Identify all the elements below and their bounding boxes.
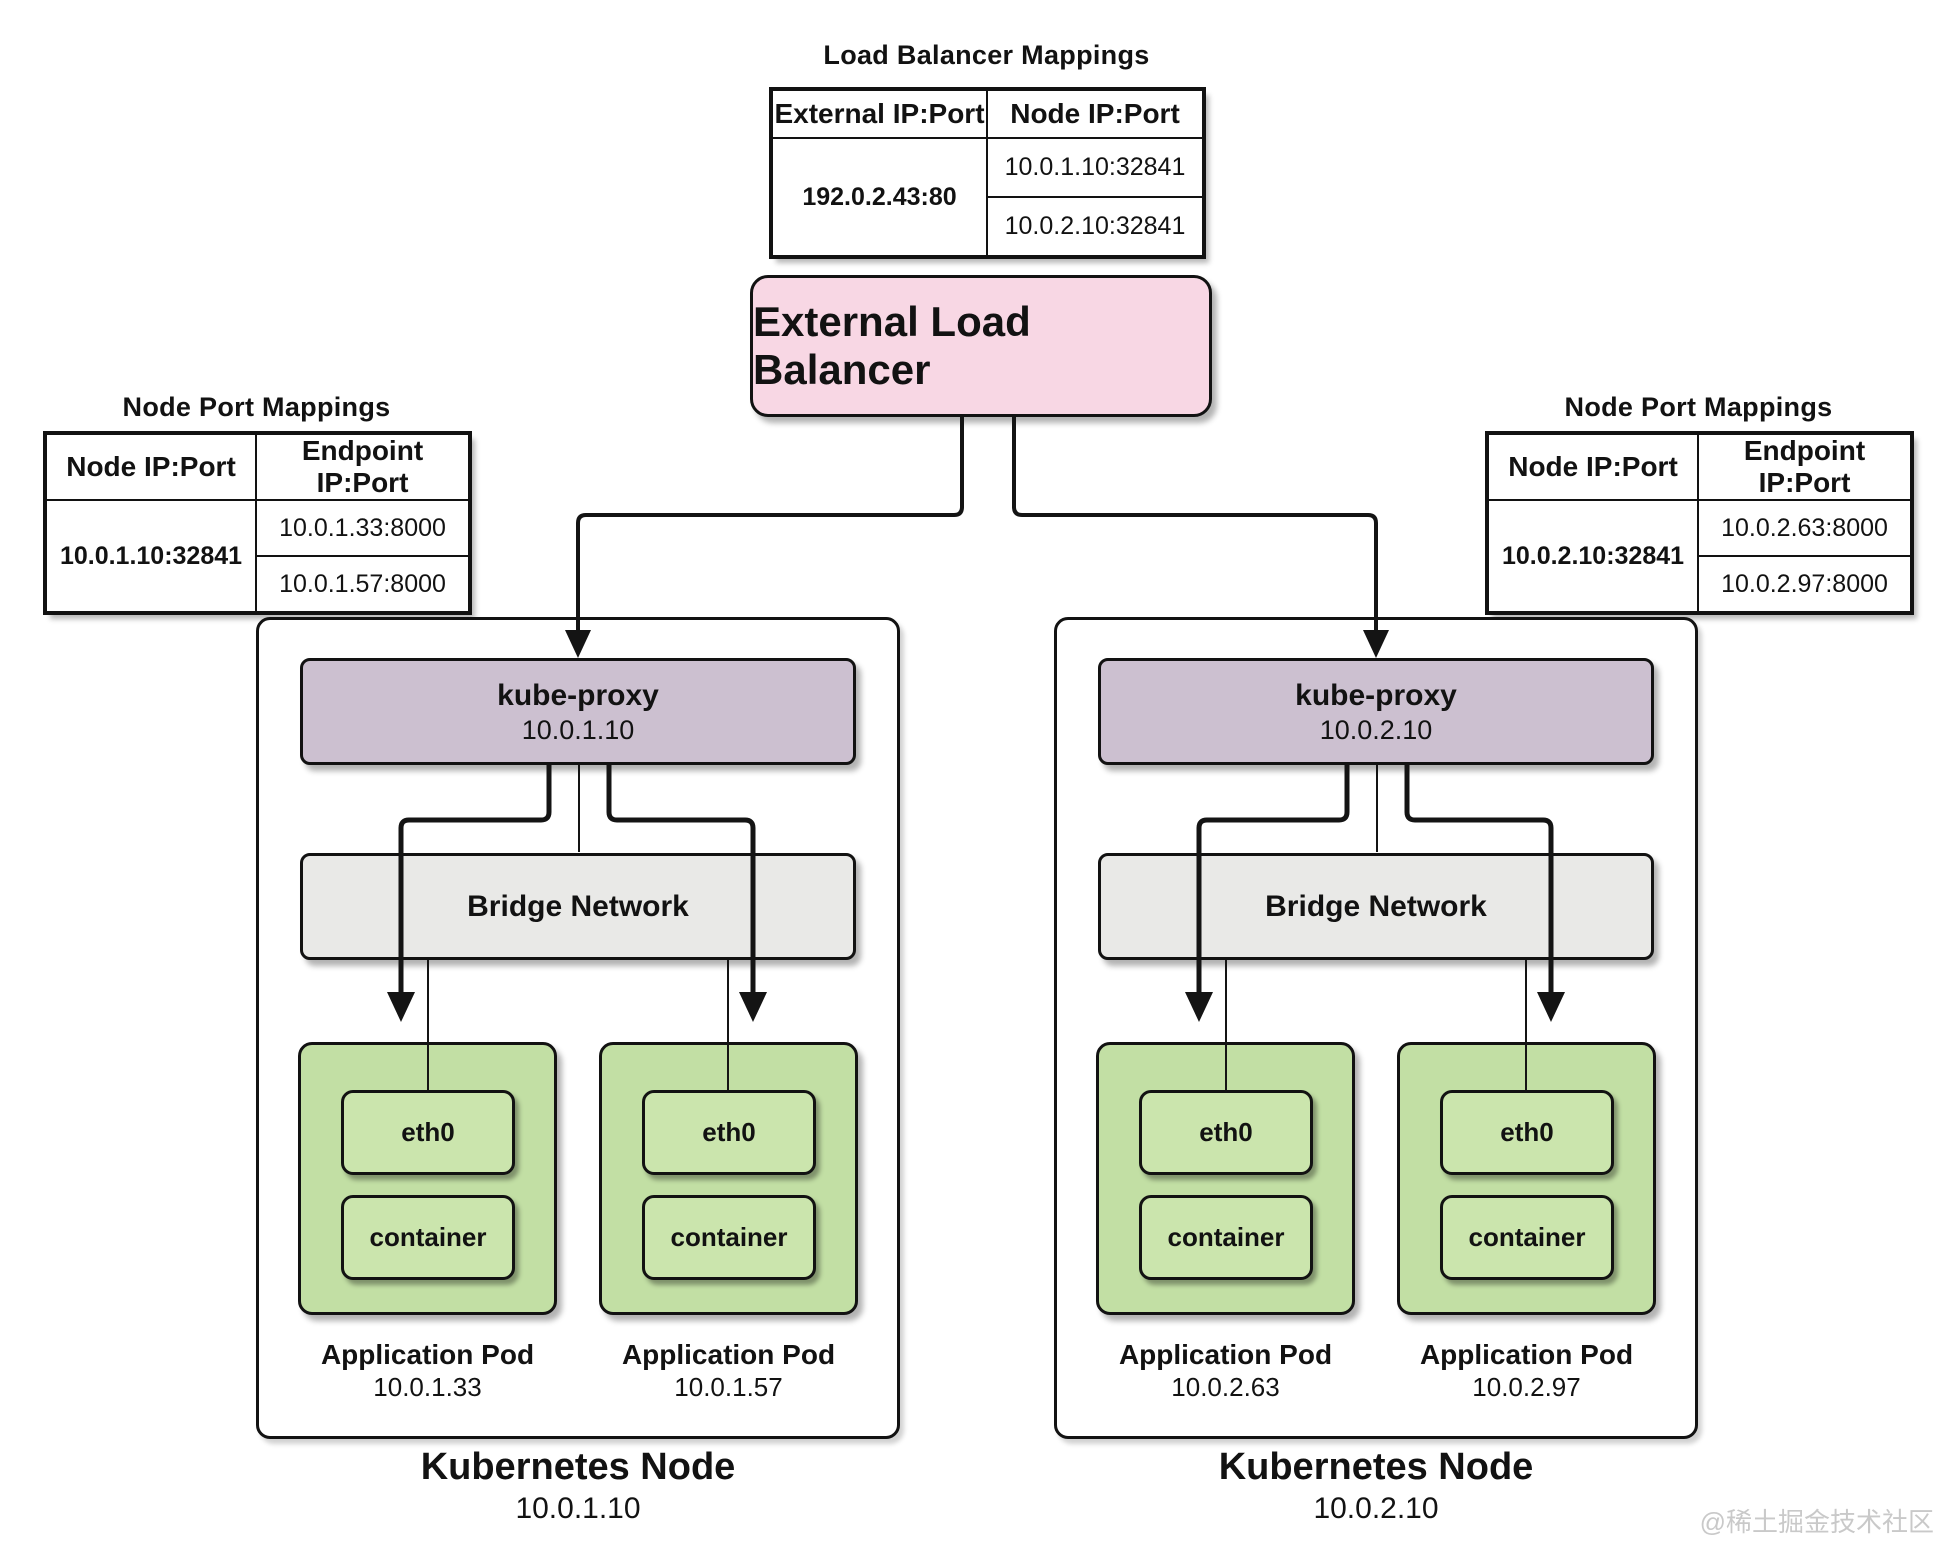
- left-node-port-mappings-table: Node IP:Port Endpoint IP:Port 10.0.1.10:…: [43, 431, 472, 615]
- external-load-balancer-label: External Load Balancer: [753, 298, 1031, 393]
- eth0-box-right-2: eth0: [1440, 1090, 1614, 1175]
- pod-title: Application Pod: [320, 1339, 535, 1370]
- pod-ip: 10.0.2.97: [1472, 1371, 1581, 1402]
- kube-proxy-box-left: kube-proxy 10.0.1.10: [300, 658, 856, 765]
- pod-ip: 10.0.1.33: [373, 1371, 482, 1402]
- eth0-label: eth0: [702, 1117, 756, 1147]
- container-label: container: [1167, 1222, 1285, 1252]
- left-map-header-endpoint: Endpoint IP:Port: [255, 433, 470, 501]
- lb-mappings-table: External IP:Port Node IP:Port 192.0.2.43…: [769, 87, 1206, 259]
- kube-proxy-ip-left: 10.0.1.10: [521, 715, 635, 746]
- external-load-balancer-box: External Load Balancer: [750, 275, 1212, 417]
- right-node-port-mappings-table: Node IP:Port Endpoint IP:Port 10.0.2.10:…: [1485, 431, 1914, 615]
- kube-proxy-box-right: kube-proxy 10.0.2.10: [1098, 658, 1654, 765]
- lb-mappings-title: Load Balancer Mappings: [823, 40, 1150, 70]
- bridge-network-box-left: Bridge Network: [300, 853, 856, 960]
- eth0-label: eth0: [1500, 1117, 1554, 1147]
- node-caption-right: Kubernetes Node 10.0.2.10: [1054, 1446, 1698, 1527]
- eth0-box-left-1: eth0: [341, 1090, 515, 1175]
- container-label: container: [670, 1222, 788, 1252]
- right-map-node-value: 10.0.2.10:32841: [1487, 499, 1699, 613]
- container-box-left-1: container: [341, 1195, 515, 1280]
- pod-label-right-2: Application Pod 10.0.2.97: [1397, 1338, 1656, 1403]
- eth0-label: eth0: [401, 1117, 455, 1147]
- left-map-endpoint-2: 10.0.1.57:8000: [255, 555, 470, 613]
- node-caption-left: Kubernetes Node 10.0.1.10: [256, 1446, 900, 1527]
- lb-table-header-external: External IP:Port: [771, 89, 988, 139]
- pod-label-left-1: Application Pod 10.0.1.33: [298, 1338, 557, 1403]
- eth0-box-left-2: eth0: [642, 1090, 816, 1175]
- kube-proxy-name-right: kube-proxy: [1295, 678, 1457, 712]
- container-label: container: [369, 1222, 487, 1252]
- node-caption-ip: 10.0.2.10: [1313, 1491, 1439, 1525]
- arrow-lb-to-right-kube-proxy: [1012, 417, 1378, 632]
- left-map-endpoint-1: 10.0.1.33:8000: [255, 499, 470, 557]
- pod-title: Application Pod: [1118, 1339, 1333, 1370]
- container-box-left-2: container: [642, 1195, 816, 1280]
- kube-proxy-ip-right: 10.0.2.10: [1319, 715, 1433, 746]
- eth0-label: eth0: [1199, 1117, 1253, 1147]
- right-map-header-node: Node IP:Port: [1487, 433, 1699, 501]
- container-box-right-1: container: [1139, 1195, 1313, 1280]
- pod-label-right-1: Application Pod 10.0.2.63: [1096, 1338, 1355, 1403]
- kube-proxy-name-left: kube-proxy: [497, 678, 659, 712]
- right-map-endpoint-2: 10.0.2.97:8000: [1697, 555, 1912, 613]
- left-map-node-value: 10.0.1.10:32841: [45, 499, 257, 613]
- right-map-endpoint-1: 10.0.2.63:8000: [1697, 499, 1912, 557]
- container-box-right-2: container: [1440, 1195, 1614, 1280]
- left-node-port-mappings-title: Node Port Mappings: [122, 392, 391, 422]
- bridge-network-box-right: Bridge Network: [1098, 853, 1654, 960]
- bridge-network-label-right: Bridge Network: [1265, 889, 1487, 923]
- right-map-header-endpoint: Endpoint IP:Port: [1697, 433, 1912, 501]
- node-caption-ip: 10.0.1.10: [515, 1491, 641, 1525]
- lb-table-header-node: Node IP:Port: [986, 89, 1204, 139]
- node-caption-title: Kubernetes Node: [1218, 1446, 1534, 1488]
- arrow-lb-to-left-kube-proxy: [576, 417, 964, 632]
- left-map-header-node: Node IP:Port: [45, 433, 257, 501]
- eth0-box-right-1: eth0: [1139, 1090, 1313, 1175]
- lb-table-node-value-1: 10.0.1.10:32841: [986, 137, 1204, 198]
- watermark: @稀土掘金技术社区: [1699, 1507, 1934, 1537]
- pod-title: Application Pod: [1419, 1339, 1634, 1370]
- pod-label-left-2: Application Pod 10.0.1.57: [599, 1338, 858, 1403]
- pod-ip: 10.0.2.63: [1171, 1371, 1280, 1402]
- bridge-network-label-left: Bridge Network: [467, 889, 689, 923]
- node-caption-title: Kubernetes Node: [420, 1446, 736, 1488]
- pod-title: Application Pod: [621, 1339, 836, 1370]
- lb-table-external-value: 192.0.2.43:80: [771, 137, 988, 257]
- container-label: container: [1468, 1222, 1586, 1252]
- pod-ip: 10.0.1.57: [674, 1371, 783, 1402]
- right-node-port-mappings-title: Node Port Mappings: [1564, 392, 1833, 422]
- lb-table-node-value-2: 10.0.2.10:32841: [986, 196, 1204, 257]
